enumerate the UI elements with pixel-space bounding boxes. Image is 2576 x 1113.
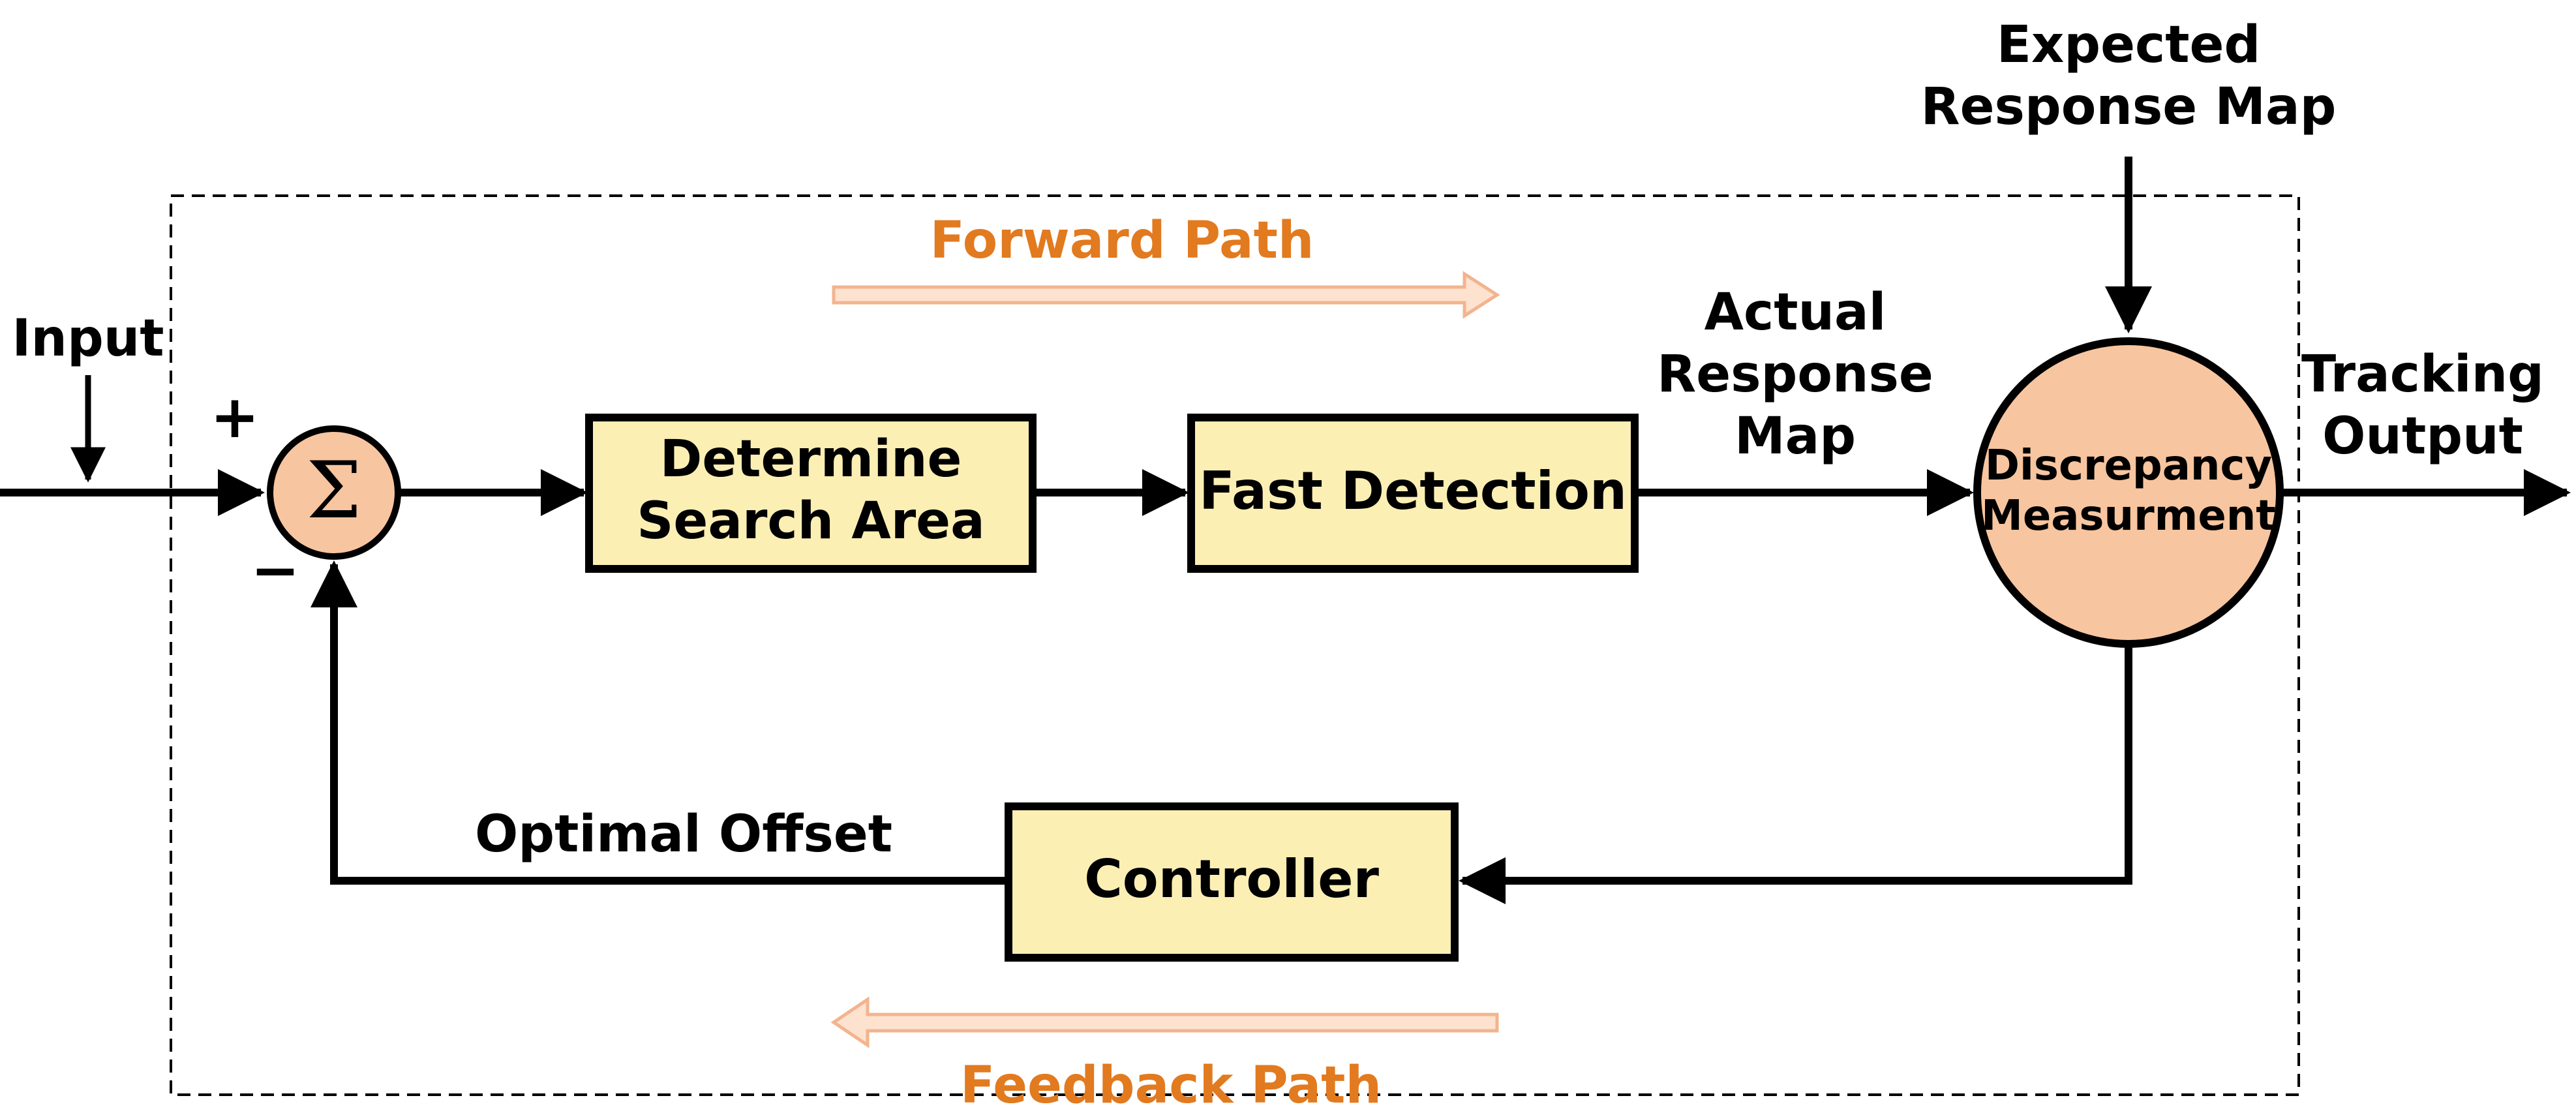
actual-response-line2: Response — [1657, 345, 1933, 404]
feedback-path-label: Feedback Path — [960, 1056, 1382, 1113]
feedback-line-to-sum — [311, 560, 1008, 885]
actual-response-line1: Actual — [1705, 283, 1887, 342]
tracking-output-line2: Output — [2322, 407, 2523, 466]
discrepancy-line1: Discrepancy — [1985, 442, 2272, 490]
discrepancy-line2: Measurment — [1981, 492, 2276, 540]
plus-sign: + — [210, 383, 259, 451]
controller-label: Controller — [1084, 849, 1379, 909]
expected-response-line2: Response Map — [1921, 78, 2337, 136]
fast-detection-label: Fast Detection — [1199, 461, 1627, 521]
system-boundary — [170, 194, 2300, 1096]
fast-detection-block — [1187, 414, 1639, 573]
feedback-line-to-controller — [1459, 644, 2132, 904]
optimal-offset-label: Optimal Offset — [475, 805, 892, 864]
expected-response-line1: Expected — [1997, 16, 2261, 74]
controller-block — [1005, 802, 1459, 962]
actual-response-line3: Map — [1735, 407, 1856, 466]
tracking-output-line1: Tracking — [2301, 345, 2544, 404]
forward-path-arrow — [832, 271, 1500, 319]
minus-sign: − — [250, 536, 299, 605]
sigma-symbol: Σ — [307, 446, 362, 536]
input-label: Input — [12, 309, 164, 368]
feedback-path-arrow — [830, 996, 1499, 1048]
forward-path-label: Forward Path — [930, 211, 1314, 270]
determine-block-line1: Determine — [660, 430, 962, 489]
determine-block-line2: Search Area — [637, 492, 984, 551]
